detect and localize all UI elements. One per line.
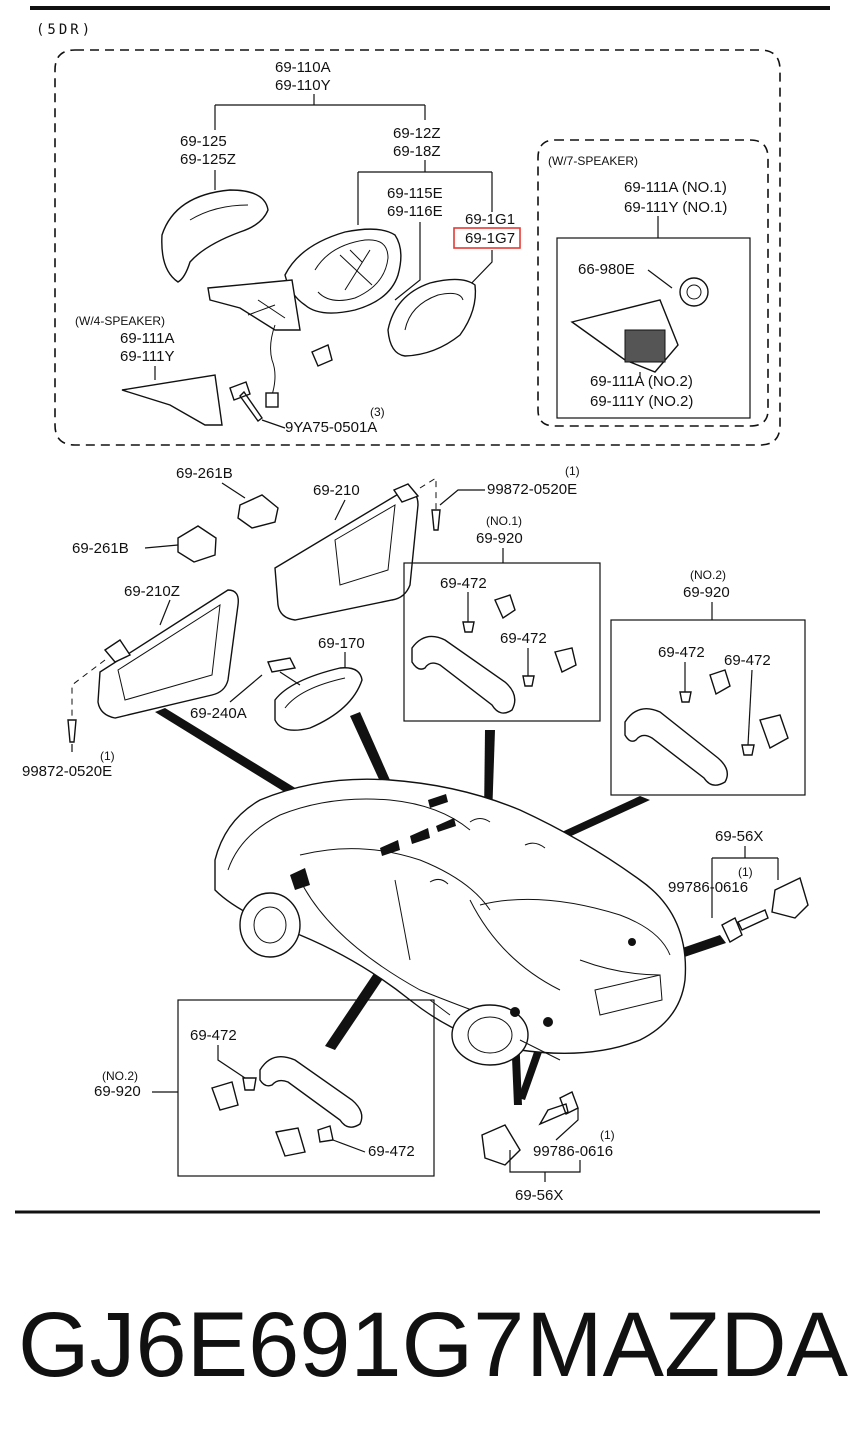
assist-grip-no2 [624,708,728,786]
label-grip-rear-tag: (NO.2) [102,1069,138,1083]
speaker-unit [679,277,709,307]
screw-left [67,719,77,743]
label-screw-top-qty: (1) [565,464,580,478]
label-grip-no1-cap-a: 69-472 [440,575,487,592]
label-bolt-qty: (3) [370,405,385,419]
label-grip-rear: 69-920 [94,1083,141,1100]
mirror-glass [387,278,477,357]
label-4sp-69-111y: 69-111Y [120,348,175,365]
pointer-grip-no1 [484,730,495,818]
striker-bolt-l [538,1091,579,1126]
label-grip-rear-cap-a: 69-472 [190,1027,237,1044]
mirror-cover [161,189,269,283]
label-striker-l-bolt: 99786-0616 [533,1143,613,1160]
label-7sp-69-111a-no1: 69-111A (NO.1) [624,179,727,196]
label-69-12z: 69-12Z [393,125,441,142]
label-69-1g7: 69-1G7 [465,230,515,247]
label-striker-r-qty: (1) [738,865,753,879]
label-4sp-69-111a: 69-111A [120,330,175,347]
label-69-125: 69-125 [180,133,227,150]
group-label-5dr: (5DR) [36,22,93,38]
label-four-speaker: (W/4-SPEAKER) [75,314,165,328]
mirror-group-boundary [54,49,781,446]
label-7sp-69-111a-no2: 69-111A (NO.2) [590,373,693,390]
sun-visor-right [274,489,419,621]
label-7sp-69-111y-no2: 69-111Y (NO.2) [590,393,693,410]
speaker-grille [624,329,666,363]
label-striker-r: 69-56X [715,828,763,845]
label-69-116e: 69-116E [387,203,443,220]
label-9ya75: 9YA75-0501A [285,419,377,436]
label-mirror-inner: 69-170 [318,635,365,652]
assist-grip-no1 [411,635,516,714]
grip-no1-box [403,562,601,722]
grip-no2-box [610,619,806,796]
mirror-housing [284,228,402,314]
striker-r [771,877,809,919]
label-7sp-69-111y-no1: 69-111Y (NO.1) [624,199,727,216]
label-striker-l: 69-56X [515,1187,563,1204]
label-visor-right: 69-210 [313,482,360,499]
label-69-110y: 69-110Y [275,77,331,94]
label-69-110a: 69-110A [275,59,331,76]
striker-l [481,1124,521,1166]
sun-visor-left [97,589,239,719]
label-69-18z: 69-18Z [393,143,441,160]
bolt-9ya75 [229,381,263,422]
seven-speaker-boundary [537,139,769,427]
label-grip-no1-cap-b: 69-472 [500,630,547,647]
highlight-box [453,227,521,249]
label-grip-no1-tag: (NO.1) [486,514,522,528]
label-seven-speaker: (W/7-SPEAKER) [548,154,638,168]
screw-top [431,509,441,531]
label-69-115e: 69-115E [387,185,443,202]
footer-part-number: GJ6E691G7 [18,1293,525,1396]
seven-speaker-box [556,237,751,419]
label-mirror-base: 69-240A [190,705,247,722]
label-screw-left-qty: (1) [100,749,115,763]
visor-clip-top [237,494,279,529]
footer-caption: GJ6E691G7 MAZDA [18,1290,848,1400]
four-speaker-trim [121,374,223,426]
label-visor-left: 69-210Z [124,583,180,600]
label-66-980e: 66-980E [578,261,635,278]
striker-bolt-r [721,909,769,943]
label-grip-no1: 69-920 [476,530,523,547]
footer-brand: MAZDA [526,1293,848,1396]
visor-clip-left [177,525,217,563]
label-grip-no2-tag: (NO.2) [690,568,726,582]
label-striker-r-bolt: 99786-0616 [668,879,748,896]
label-screw-left: 99872-0520E [22,763,112,780]
label-grip-no2-cap-a: 69-472 [658,644,705,661]
assist-grip-rear [259,1056,363,1128]
label-69-1g1: 69-1G1 [465,211,515,228]
grip-rear-box [177,999,435,1177]
car-illustration [214,778,687,1066]
label-striker-l-qty: (1) [600,1128,615,1142]
label-clip-left: 69-261B [72,540,129,557]
mirror-base [207,279,301,331]
label-69-125z: 69-125Z [180,151,236,168]
label-clip-top: 69-261B [176,465,233,482]
label-grip-rear-cap-b: 69-472 [368,1143,415,1160]
label-screw-top: 99872-0520E [487,481,577,498]
label-grip-no2: 69-920 [683,584,730,601]
label-grip-no2-cap-b: 69-472 [724,652,771,669]
